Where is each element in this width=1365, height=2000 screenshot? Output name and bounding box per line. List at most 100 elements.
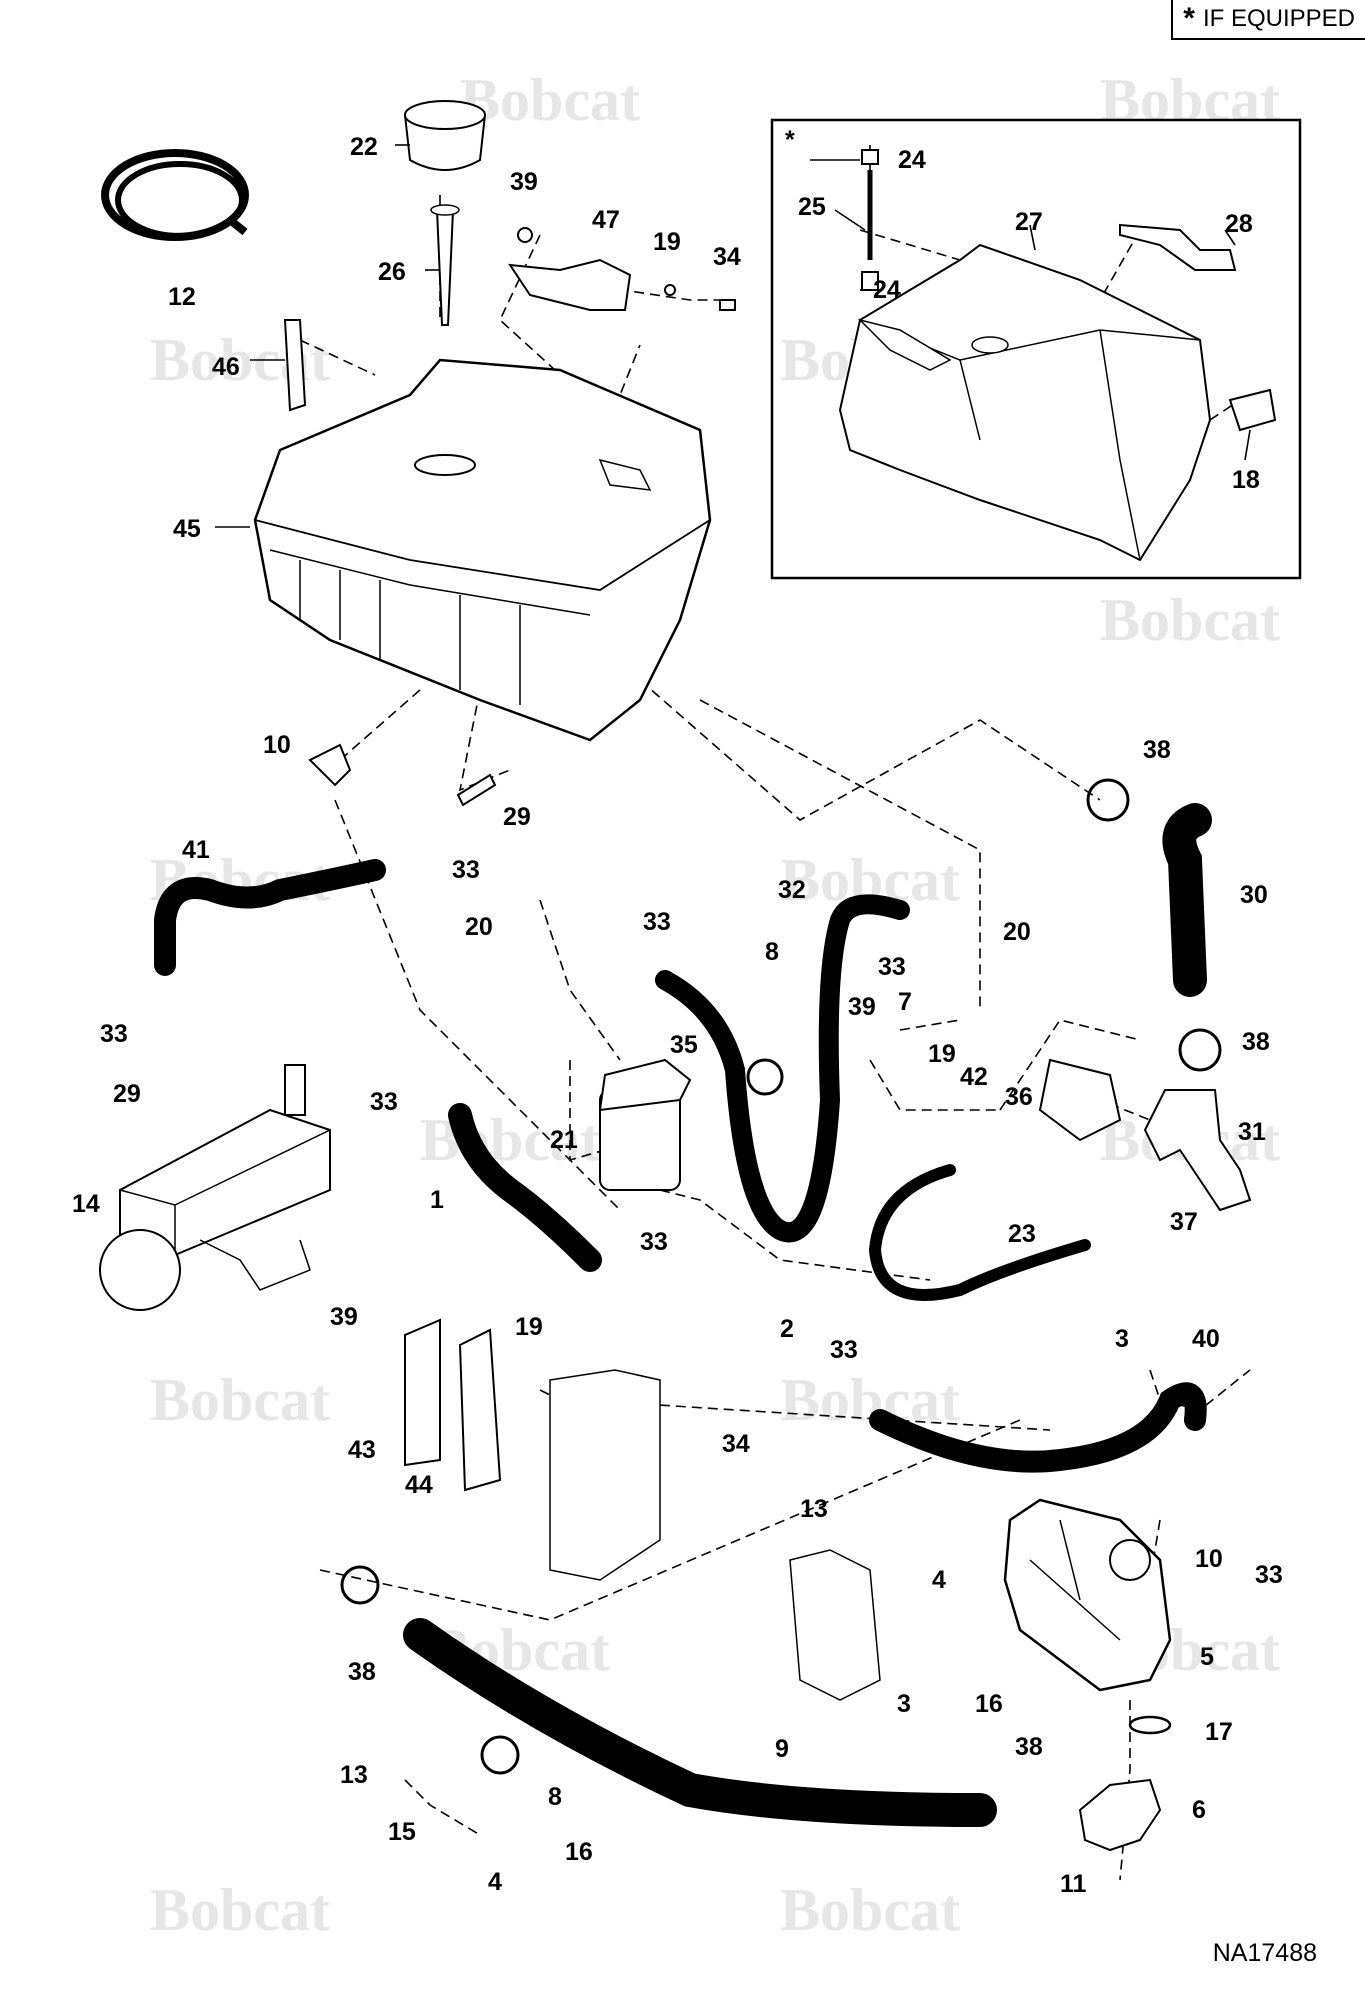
callout-3: 3 — [897, 1690, 911, 1718]
callout-19: 19 — [653, 228, 681, 256]
callout-40: 40 — [1192, 1325, 1220, 1353]
callout-30: 30 — [1240, 881, 1268, 909]
callout-26: 26 — [378, 258, 406, 286]
elbow-fitting — [308, 743, 352, 787]
hoses — [154, 803, 1212, 1827]
callout-19: 19 — [928, 1040, 956, 1068]
hose-coil — [101, 149, 249, 241]
drawing-number: NA17488 — [1212, 1939, 1317, 1967]
watermark: Bobcat — [1100, 67, 1280, 133]
callout-28: 28 — [1225, 210, 1253, 238]
callout-24: 24 — [898, 146, 926, 174]
tank-strap-bracket — [507, 258, 632, 311]
callout-33: 33 — [452, 856, 480, 884]
pump-adapter — [1078, 1778, 1162, 1852]
hose-40 — [869, 1382, 1207, 1473]
legend-label: IF EQUIPPED — [1202, 5, 1355, 32]
o-ring — [1128, 1715, 1172, 1735]
hose-41 — [154, 859, 386, 976]
asterisk-icon: * — [1183, 2, 1195, 35]
callout-33: 33 — [643, 908, 671, 936]
callout-35: 35 — [670, 1031, 698, 1059]
callout-33: 33 — [830, 1336, 858, 1364]
callout-36: 36 — [1005, 1083, 1033, 1111]
callout-21: 21 — [550, 1126, 578, 1154]
watermark: Bobcat — [150, 1367, 330, 1433]
callout-4: 4 — [932, 1566, 946, 1594]
callout-39: 39 — [330, 1303, 358, 1331]
tank-bracket — [1119, 223, 1237, 271]
panel — [789, 1549, 881, 1701]
watermark: Bobcat — [1100, 587, 1280, 653]
callout-9: 9 — [775, 1735, 789, 1763]
callout-33: 33 — [1255, 1561, 1283, 1589]
callout-43: 43 — [348, 1436, 376, 1464]
callout-13: 13 — [340, 1761, 368, 1789]
callout-31: 31 — [1238, 1118, 1266, 1146]
callout-22: 22 — [350, 133, 378, 161]
inset-border — [770, 118, 1302, 580]
callouts — [215, 144, 1251, 528]
callout-38: 38 — [1143, 736, 1171, 764]
callout-14: 14 — [72, 1190, 100, 1218]
hose-32 — [655, 894, 910, 1243]
callout-33: 33 — [100, 1020, 128, 1048]
watermark: Bobcat — [460, 67, 640, 133]
callout-27: 27 — [1015, 208, 1043, 236]
callout-2: 2 — [780, 1315, 794, 1343]
callout-37: 37 — [1170, 1208, 1198, 1236]
callout-29: 29 — [503, 803, 531, 831]
bolt — [719, 299, 736, 311]
callout-5: 5 — [1200, 1643, 1214, 1671]
callout-1: 1 — [430, 1186, 444, 1214]
inset-asterisk: * — [785, 126, 795, 154]
tee-fitting — [1143, 1089, 1252, 1212]
callout-39: 39 — [848, 993, 876, 1021]
callout-29: 29 — [113, 1080, 141, 1108]
callout-45: 45 — [173, 515, 201, 543]
panel — [549, 1369, 661, 1581]
callout-6: 6 — [1192, 1796, 1206, 1824]
callout-33: 33 — [640, 1228, 668, 1256]
callout-42: 42 — [960, 1063, 988, 1091]
callout-47: 47 — [592, 206, 620, 234]
callout-7: 7 — [898, 988, 912, 1016]
callout-33: 33 — [370, 1088, 398, 1116]
callout-20: 20 — [465, 913, 493, 941]
callout-12: 12 — [168, 283, 196, 311]
watermark: Bobcat — [150, 1877, 330, 1943]
filter-adapter — [1038, 1058, 1122, 1142]
callout-16: 16 — [565, 1838, 593, 1866]
callout-38: 38 — [1242, 1028, 1270, 1056]
callout-8: 8 — [548, 1783, 562, 1811]
callout-11: 11 — [1060, 1870, 1087, 1898]
callout-18: 18 — [1232, 466, 1260, 494]
callout-44: 44 — [405, 1471, 433, 1499]
washer — [664, 284, 676, 296]
tank-strap — [283, 319, 307, 412]
callout-10: 10 — [263, 731, 291, 759]
callout-23: 23 — [1008, 1220, 1036, 1248]
straight-fitting — [456, 773, 497, 807]
callout-38: 38 — [1015, 1733, 1043, 1761]
callout-13: 13 — [800, 1495, 828, 1523]
callout-39: 39 — [510, 168, 538, 196]
breather-fitting — [861, 149, 879, 165]
callout-17: 17 — [1205, 1718, 1233, 1746]
callout-16: 16 — [975, 1690, 1003, 1718]
gasket-plate — [404, 1318, 441, 1467]
callout-8: 8 — [765, 938, 779, 966]
callout-46: 46 — [212, 353, 240, 381]
fill-cap-assembly — [403, 100, 487, 326]
hose-1 — [448, 1103, 602, 1272]
callout-32: 32 — [778, 876, 806, 904]
hose-9 — [403, 1618, 997, 1827]
nut — [517, 227, 533, 243]
callout-24: 24 — [873, 276, 901, 304]
hose-23 — [868, 1164, 1091, 1301]
callout-15: 15 — [388, 1818, 416, 1846]
mount-plate — [458, 1328, 502, 1492]
callout-20: 20 — [1003, 918, 1031, 946]
